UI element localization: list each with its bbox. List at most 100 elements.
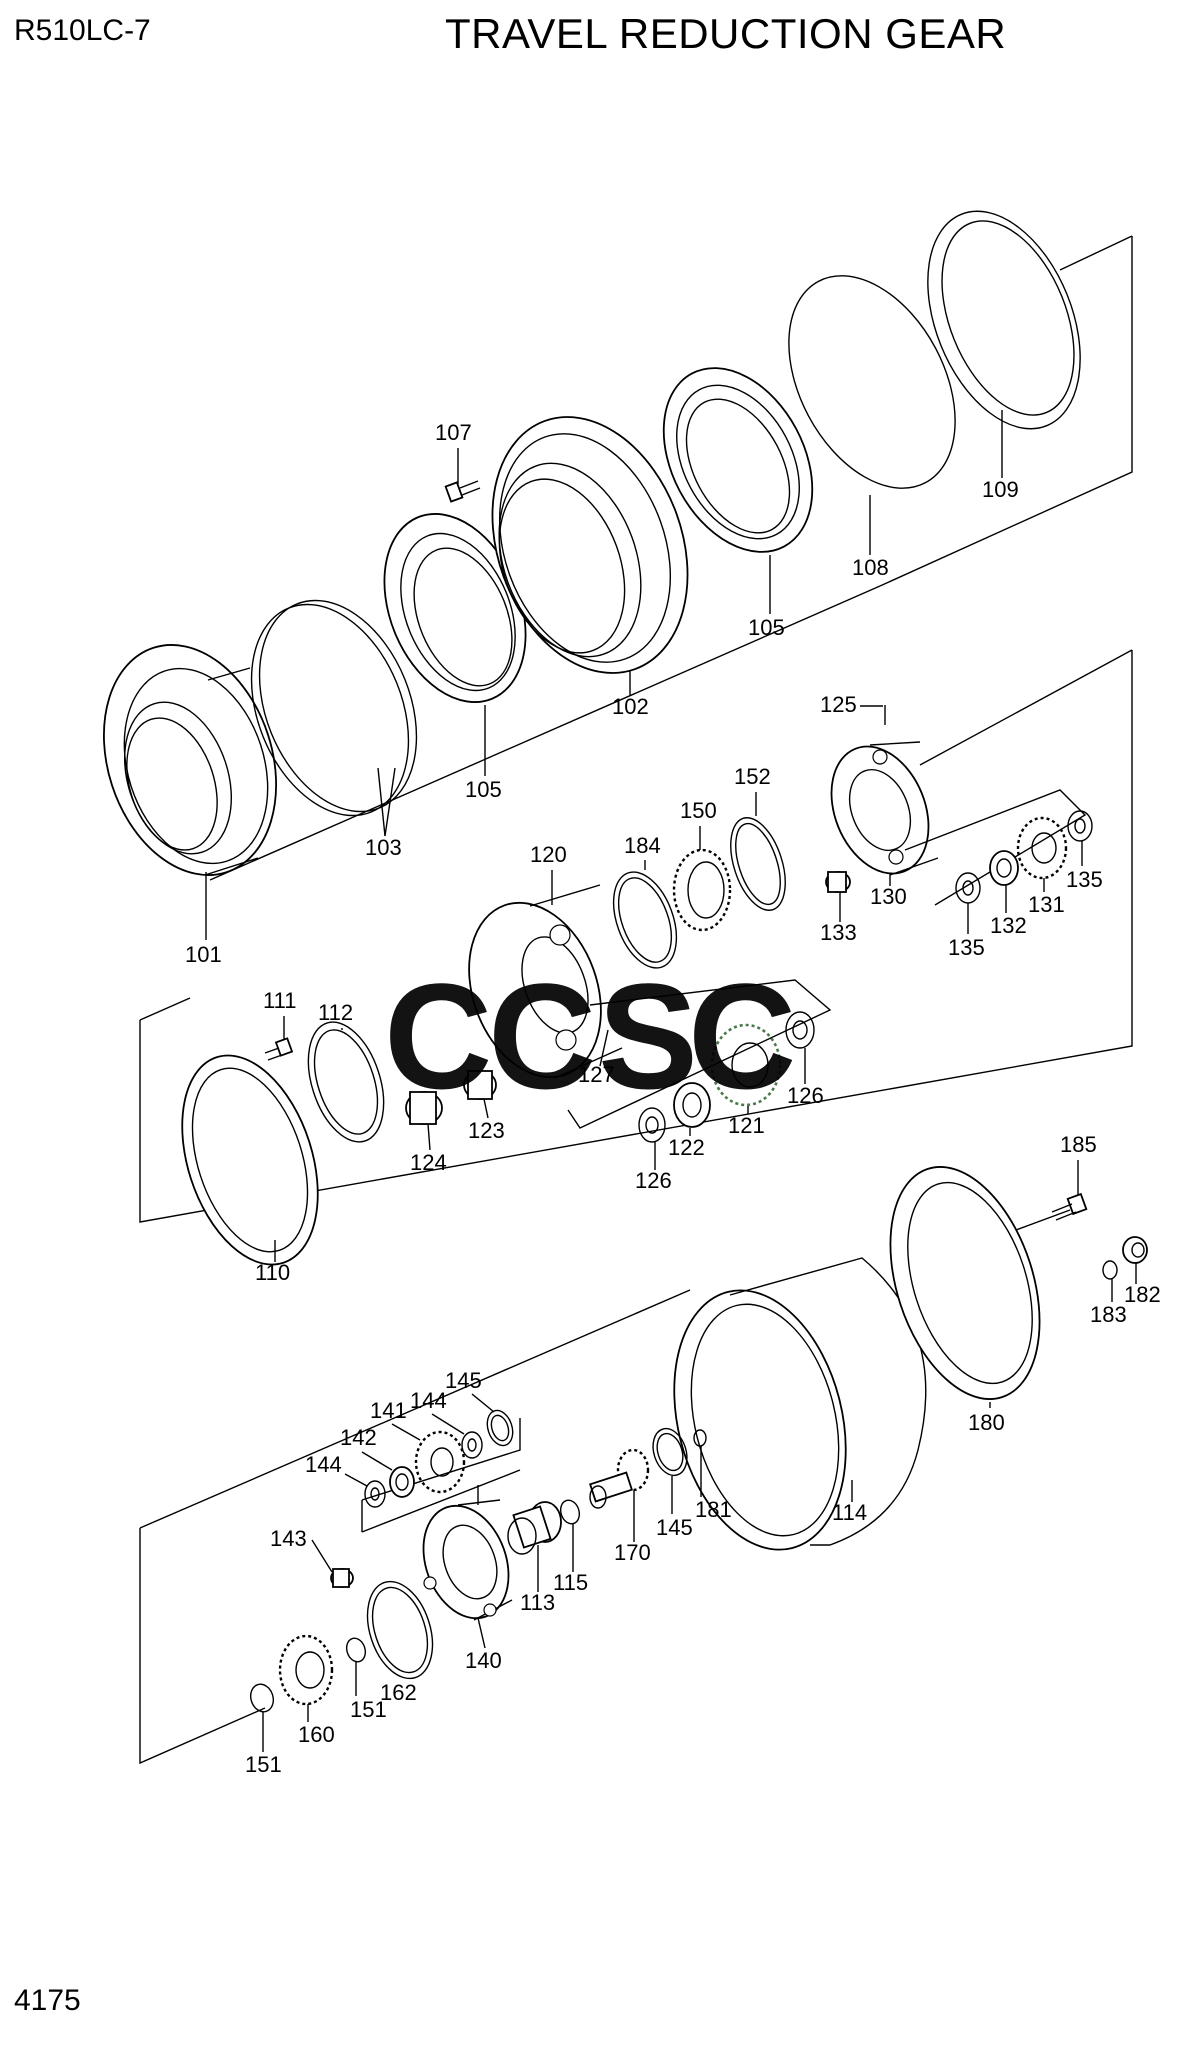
part-126-washer-upper — [785, 1011, 815, 1049]
part-180-flange — [889, 1166, 1041, 1400]
callout-105: 105 — [465, 777, 502, 802]
callout-150: 150 — [680, 798, 717, 823]
part-13x-sub-frame — [904, 789, 1087, 906]
callout-135: 135 — [1066, 867, 1103, 892]
callout-114: 114 — [832, 1500, 867, 1525]
leader-line-145 — [471, 1393, 495, 1413]
callout-132: 132 — [990, 913, 1027, 938]
callout-115: 115 — [553, 1570, 588, 1595]
callout-110: 110 — [255, 1260, 290, 1285]
callout-140: 140 — [465, 1648, 502, 1673]
part-141-planet-gear — [414, 1430, 466, 1494]
part-160-sun-gear — [278, 1634, 334, 1706]
watermark-logo: C C S C — [384, 952, 796, 1120]
part-162-ring — [366, 1580, 434, 1680]
leader-line-144 — [431, 1413, 465, 1435]
callout-181: 181 — [695, 1497, 732, 1522]
callout-185: 185 — [1060, 1132, 1097, 1157]
callout-121: 121 — [728, 1113, 765, 1138]
part-152-ring — [730, 817, 786, 911]
part-151-snap-ring-upper — [345, 1637, 367, 1663]
callout-133: 133 — [820, 920, 857, 945]
leader-line-123 — [483, 1098, 489, 1119]
callout-182: 182 — [1124, 1282, 1161, 1307]
part-182-plug — [1122, 1236, 1148, 1264]
watermark-letter-c3: C — [688, 952, 796, 1120]
callout-111: 111 — [263, 988, 296, 1013]
part-124-bushing — [405, 1091, 443, 1125]
callout-126: 126 — [635, 1168, 672, 1193]
part-102-hub — [491, 416, 689, 674]
part-145-ring-right — [652, 1427, 688, 1477]
callout-144: 144 — [305, 1452, 342, 1477]
callout-145: 145 — [445, 1368, 482, 1393]
part-150-sun-gear — [672, 848, 732, 932]
leader-line-141 — [391, 1423, 421, 1441]
leader-line-143 — [311, 1539, 333, 1573]
callout-120: 120 — [530, 842, 567, 867]
callout-144: 144 — [410, 1388, 447, 1413]
part-123-pin — [463, 1070, 497, 1100]
callout-126: 126 — [787, 1083, 824, 1108]
part-144-washer-left — [364, 1480, 386, 1508]
callout-170: 170 — [614, 1540, 651, 1565]
callout-184: 184 — [624, 833, 661, 858]
group-frame-middle — [139, 649, 1133, 1223]
part-105-bearing-left — [383, 513, 527, 703]
part-114-drum — [673, 1257, 927, 1551]
part-103-o-rings — [250, 599, 418, 817]
callout-142: 142 — [340, 1425, 377, 1450]
leader-line-140 — [477, 1617, 486, 1649]
part-170-drive-shaft — [589, 1448, 650, 1509]
callout-113: 113 — [520, 1590, 555, 1615]
watermark-letter-c2: C — [488, 952, 596, 1120]
callout-103: 103 — [365, 835, 402, 860]
leader-line-144 — [344, 1473, 368, 1487]
part-185-bolt — [1051, 1192, 1088, 1221]
part-140-carrier-third — [422, 1485, 513, 1621]
group-frame-top — [209, 235, 1133, 881]
leader-line-142 — [361, 1451, 393, 1471]
callout-105: 105 — [748, 615, 785, 640]
callout-107: 107 — [435, 420, 472, 445]
part-105-bearing-right — [662, 367, 814, 553]
model-number: R510LC-7 — [14, 14, 151, 47]
callout-125: 125 — [820, 692, 857, 717]
leader-line-103-b — [384, 767, 396, 837]
part-127-sub-frame — [567, 979, 832, 1129]
part-109-ring — [927, 210, 1081, 430]
part-132-bushing — [989, 850, 1019, 886]
part-126-washer-lower — [638, 1107, 666, 1143]
callout-180: 180 — [968, 1410, 1005, 1435]
part-108-o-ring — [788, 275, 956, 489]
callout-162: 162 — [380, 1680, 417, 1705]
callout-183: 183 — [1090, 1302, 1127, 1327]
part-121-planet-gear — [710, 1023, 782, 1107]
callout-130: 130 — [870, 884, 907, 909]
part-184-ring — [612, 871, 678, 969]
part-144-washer-right — [461, 1431, 483, 1459]
callout-151: 151 — [245, 1752, 282, 1777]
callout-108: 108 — [852, 555, 889, 580]
watermark-letter-s: S — [598, 952, 698, 1120]
callout-102: 102 — [612, 694, 649, 719]
callout-122: 122 — [668, 1135, 705, 1160]
part-120-carrier — [468, 884, 623, 1079]
callout-151: 151 — [350, 1697, 387, 1722]
part-143-pin — [330, 1568, 354, 1588]
part-122-bushing — [673, 1082, 711, 1128]
callout-145: 145 — [656, 1515, 693, 1540]
part-133-pin — [825, 871, 851, 893]
callout-160: 160 — [298, 1722, 335, 1747]
part-142-bushing — [389, 1466, 415, 1498]
callout-127: 127 — [578, 1062, 615, 1087]
part-145-ring-left — [486, 1409, 514, 1447]
callout-131: 131 — [1028, 892, 1065, 917]
part-107-bolt — [444, 480, 481, 503]
part-181-ring — [693, 1429, 707, 1447]
part-101-housing-flange — [103, 644, 277, 876]
part-110-cover-plate — [181, 1054, 319, 1266]
